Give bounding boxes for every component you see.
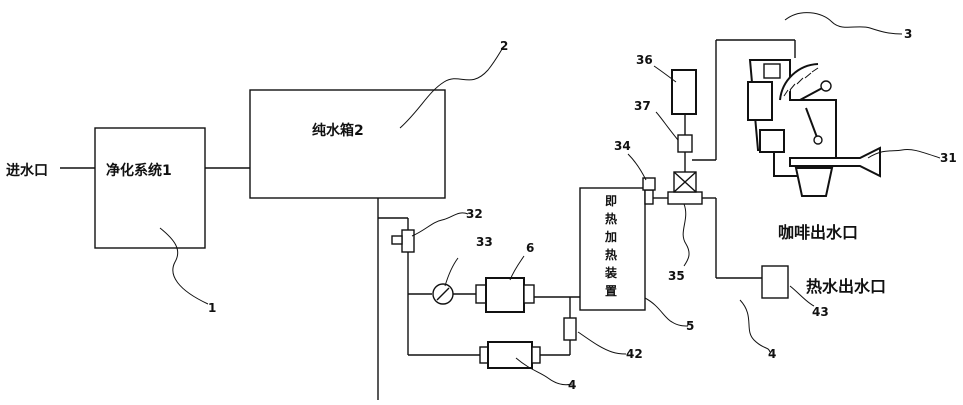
brewer-link-arm [805,107,819,141]
callout-31: 31 [940,151,957,165]
leader-1 [159,227,209,305]
leader-5 [644,297,689,327]
heater-char-3: 加 [604,229,617,244]
callout-4b: 4 [768,347,776,361]
purifier-label: 净化系统1 [106,162,172,179]
heater-box [579,187,646,311]
callout-35: 35 [668,269,685,283]
heater-char-1: 即 [605,194,617,208]
leader-36 [653,65,677,83]
leader-37 [655,111,679,141]
callout-1: 1 [208,301,216,315]
leader-3 [784,12,903,35]
leader-43 [789,285,815,307]
brewer-lower-block [759,129,785,153]
leader-33 [444,257,459,287]
callout-32: 32 [466,207,483,221]
callout-36: 36 [636,53,653,67]
filter-6 [485,277,525,313]
motor-36 [671,69,697,115]
callout-6: 6 [526,241,534,255]
heater-char-6: 置 [605,284,617,298]
temp-sensor-34 [642,177,656,191]
callout-37: 37 [634,99,651,113]
leader-35 [682,203,690,267]
inlet-label: 进水口 [6,162,48,179]
brewer-motor [747,81,773,121]
leader-4a [515,357,573,386]
pump-4-cap-left [479,346,489,364]
purifier-box [94,127,206,249]
heater-char-5: 装 [604,265,617,280]
tank-box [249,89,446,199]
solenoid-37 [677,134,693,153]
hot-water-outlet-43 [761,265,789,299]
coffee-brewer-3 [747,59,881,197]
heater-char-2: 热 [605,211,617,226]
heater-outlet-nozzle [644,189,654,205]
brewer-gear-teeth [783,67,819,97]
heater-char-4: 热 [605,247,617,262]
manifold-35 [667,191,703,205]
callout-5: 5 [686,319,694,333]
filter-6-cap-left [475,284,487,304]
brewer-lever-pivot [820,80,832,92]
leader-32 [411,212,469,237]
leader-2 [399,45,505,129]
hot-water-outlet-label: 热水出水口 [806,277,886,296]
filter-6-cap-right [523,284,535,304]
leader-6 [509,255,525,281]
leader-31 [867,149,941,159]
brewer-link-pivot [813,135,823,145]
callout-34: 34 [614,139,631,153]
valve-32 [401,229,415,253]
callout-43: 43 [812,305,829,319]
leader-4b [739,299,771,353]
coffee-spout-31 [789,146,881,178]
check-valve-42 [563,317,577,341]
coffee-outlet-label: 咖啡出水口 [778,223,858,242]
callout-4a: 4 [568,378,576,392]
callout-33: 33 [476,235,493,249]
solenoid-valve-cross-b [673,171,697,193]
flowmeter-33-needle [436,287,450,301]
callout-2: 2 [500,39,508,53]
brewer-top-block [763,63,781,79]
pump-4-cap-right [531,346,541,364]
callout-42: 42 [626,347,643,361]
leader-34 [627,153,647,181]
callout-3: 3 [904,27,912,41]
pump-4 [487,341,533,369]
leader-42 [577,331,627,355]
valve-32-knob [391,235,403,245]
tank-label: 纯水箱2 [312,122,364,139]
brewer-cup-holder [794,167,834,197]
